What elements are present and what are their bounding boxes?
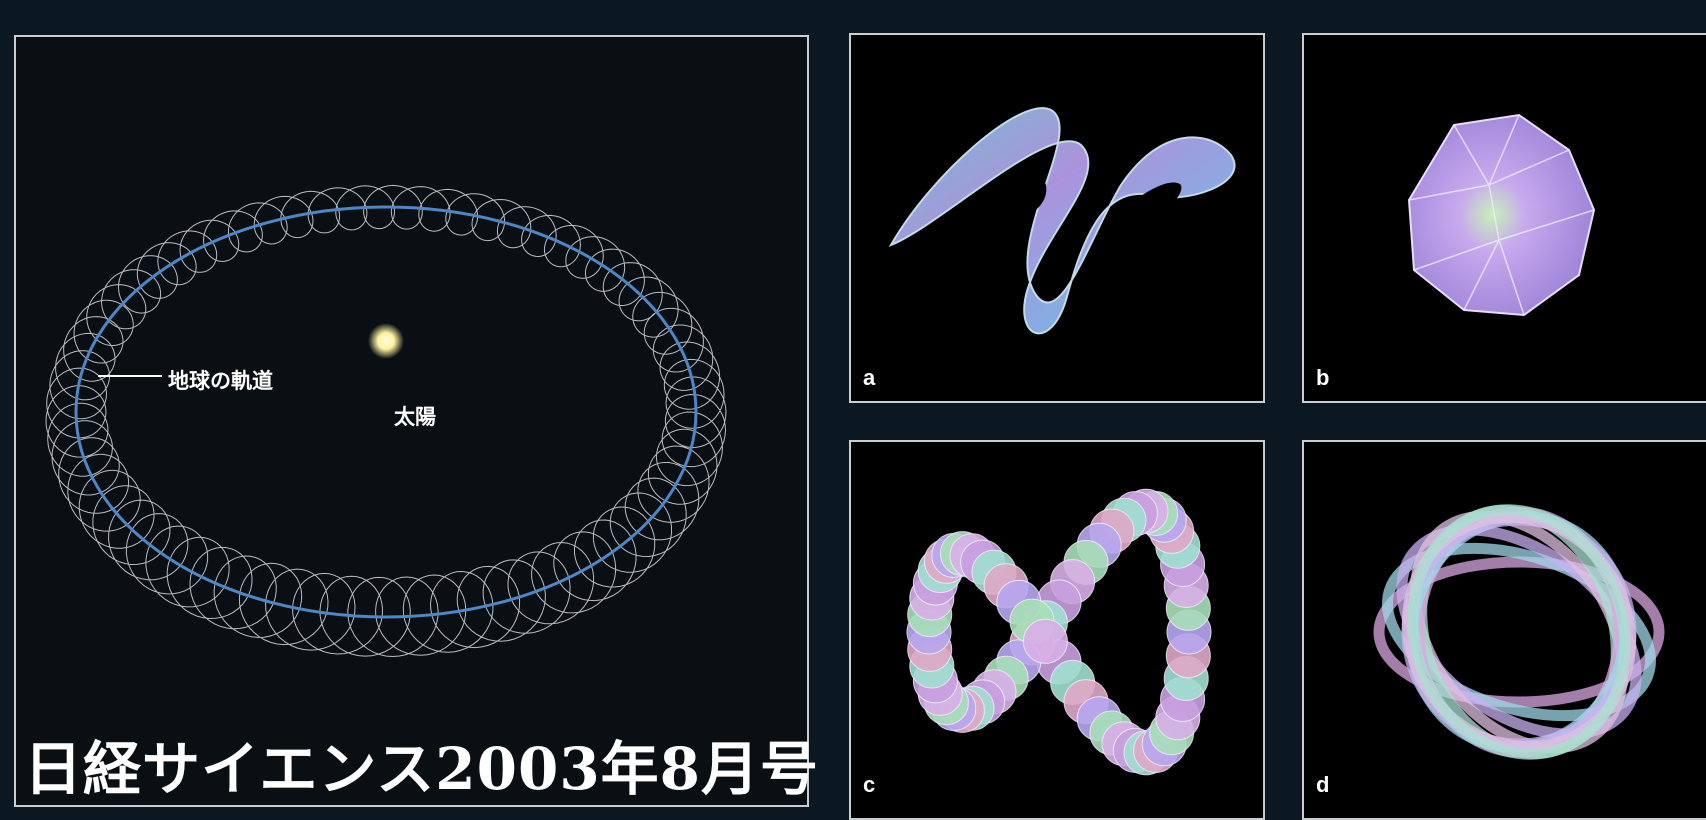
spiral-loops (46, 185, 726, 656)
panel-d-letter: d (1316, 772, 1329, 798)
source-caption: 日経サイエンス2003年8月号 (24, 722, 819, 806)
earth-orbit-ellipse (76, 207, 696, 617)
panel-c-shape (851, 442, 1265, 820)
earth-orbit-label: 地球の軌道 (168, 365, 273, 395)
panel-c-letter: c (863, 772, 875, 798)
panel-c: c (849, 440, 1265, 820)
panel-a: a (849, 33, 1265, 403)
panel-b: b (1302, 33, 1706, 403)
spiral-trajectory (46, 185, 726, 656)
panel-b-letter: b (1316, 365, 1329, 391)
panel-b-shape (1304, 35, 1706, 403)
panel-a-letter: a (863, 365, 875, 391)
orbit-diagram-panel: 地球の軌道 太陽 (14, 35, 809, 807)
panel-a-shape (851, 35, 1265, 403)
panel-d: d (1302, 440, 1706, 820)
panel-d-shape (1304, 442, 1706, 820)
sun-label: 太陽 (394, 401, 436, 431)
bead (1023, 619, 1067, 663)
sun-glow (368, 323, 404, 359)
